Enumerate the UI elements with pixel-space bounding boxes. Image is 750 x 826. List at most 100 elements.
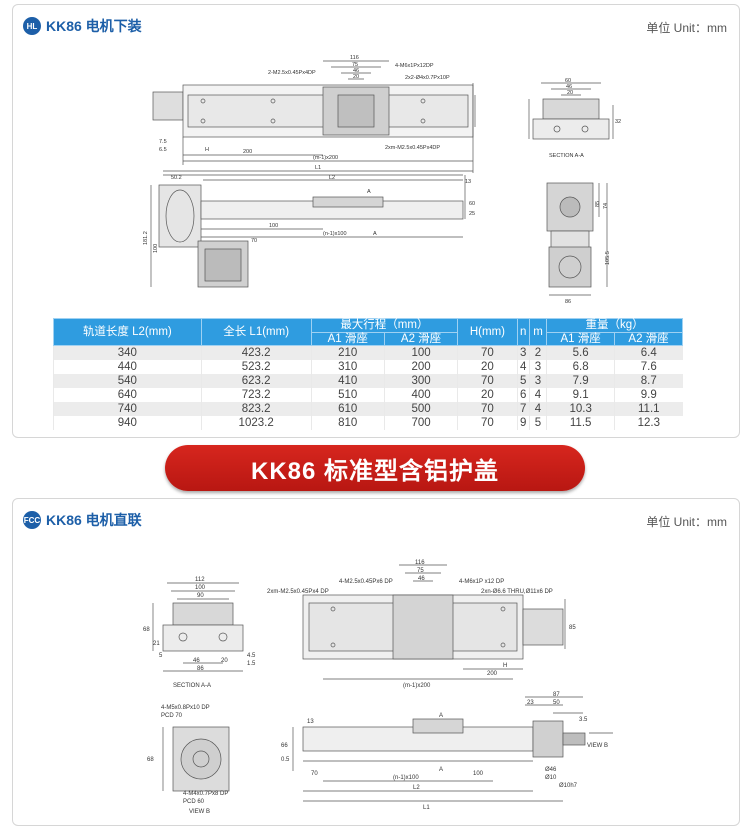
dim-20: 20: [353, 74, 359, 80]
col-header-stroke: 最大行程（mm）: [310, 318, 459, 333]
dim-200-b: 200: [487, 671, 498, 677]
view-b-label-2: VIEW B: [189, 809, 210, 815]
note-pcd70: PCD 70: [161, 713, 183, 719]
table-cell: 11.1: [614, 402, 683, 416]
sec-dim-20: 20: [567, 90, 573, 96]
table-cell: 70: [457, 374, 518, 388]
table-cell: 7.9: [546, 374, 615, 388]
table-cell: 823.2: [200, 402, 312, 416]
dim-85-b: 85: [569, 625, 576, 631]
side-view-drawing: 50.2 L2 13 A 181.2 100 100 70 (n-1)x100 …: [143, 174, 475, 288]
dim-21: 21: [153, 641, 160, 647]
table-cell: 9: [516, 416, 530, 430]
dim-87: 87: [553, 692, 560, 698]
dim-6-5: 6.5: [159, 147, 167, 153]
table-cell: 440: [53, 360, 202, 374]
note-thru-b: 2xn-Ø6.6 THRU,Ø11x6 DP: [481, 589, 553, 595]
table-cell: 8.7: [614, 374, 683, 388]
sec-dim-32: 32: [615, 119, 621, 125]
table-cell: 610: [310, 402, 385, 416]
note-thru: 2x2-Ø4x0.7Px10P: [405, 75, 450, 81]
dim-100-v: 100: [153, 244, 159, 253]
table-cell: 4: [516, 360, 530, 374]
note-m2-b: 4-M2.5x0.45Px6 DP: [339, 579, 393, 585]
dim-116-b: 116: [415, 560, 425, 566]
dim-25: 25: [469, 211, 475, 217]
table-cell: 540: [53, 374, 202, 388]
view-b-drawing: 4-M5x0.8Px10 DP PCD 70 4-M4x0.7Px8 DP PC…: [147, 705, 230, 815]
table-cell: 640: [53, 388, 202, 402]
dim-70-b: 70: [311, 771, 318, 777]
dim-181-2: 181.2: [143, 231, 149, 245]
dim-13: 13: [465, 179, 471, 185]
table-cell: 310: [310, 360, 385, 374]
dim-50: 50: [553, 700, 560, 706]
col-header-l2: 轨道长度 L2(mm): [53, 318, 202, 346]
table-cell: 623.2: [200, 374, 312, 388]
dim-116: 116: [350, 55, 359, 61]
table-cell: 20: [457, 388, 518, 402]
end-dim-105-5: 105.5: [605, 251, 611, 265]
dim-100-h: 100: [269, 223, 278, 229]
note-m4: 4-M4x0.7Px8 DP: [183, 791, 228, 797]
table-cell: 12.3: [614, 416, 683, 430]
dim-n-1: (n-1)x100: [323, 231, 347, 237]
table-cell: 400: [383, 388, 458, 402]
table-cell: 1023.2: [200, 416, 312, 430]
dim-h-b: H: [503, 663, 507, 669]
dim-phi10: Ø10: [545, 775, 557, 781]
dim-112: 112: [195, 577, 205, 583]
unit-label: 单位 Unit：mm: [646, 21, 727, 35]
note-m5: 4-M5x0.8Px10 DP: [161, 705, 210, 711]
col-header-weight: 重量（kg）: [546, 318, 683, 333]
note-m2: 2-M2.5x0.45Px4DP: [268, 70, 316, 76]
table-cell: 700: [383, 416, 458, 430]
view-b-label: VIEW B: [587, 743, 608, 749]
dim-46: 46: [353, 68, 359, 74]
col-header-a2-weight: A2 滑座: [614, 331, 683, 346]
dim-phi10h7: Ø10h7: [559, 783, 578, 789]
dim-100-a: 100: [195, 585, 206, 591]
table-cell: 210: [310, 345, 385, 360]
dim-200: 200: [243, 149, 252, 155]
table-cell: 423.2: [200, 345, 312, 360]
end-dim-86: 86: [565, 299, 571, 305]
dim-m-1-b: (m-1)x200: [403, 683, 431, 689]
table-cell: 4: [528, 402, 547, 416]
sec-dim-60: 60: [565, 78, 571, 84]
section-a-a-label: SECTION A-A: [549, 153, 584, 159]
dim-3-5: 3.5: [579, 717, 588, 723]
table-cell: 200: [383, 360, 458, 374]
table-cell: 7.6: [614, 360, 683, 374]
note-2xm-b: 2xm-M2.5x0.45Px4 DP: [267, 589, 329, 595]
table-cell: 340: [53, 345, 202, 360]
section-a-a-drawing-2: 112 100 90 68 21 5 46 20 86 4.5 1.5 SECT…: [143, 577, 256, 689]
fcc-badge-icon: FCC: [23, 511, 41, 529]
table-cell: 6: [516, 388, 530, 402]
note-2xm: 2xm-M2.5x0.45Px4DP: [385, 145, 440, 151]
table-cell: 70: [457, 416, 518, 430]
dim-a-top-b: A: [439, 713, 443, 719]
note-pcd60: PCD 60: [183, 799, 205, 805]
table-cell: 5: [528, 416, 547, 430]
dim-68-a: 68: [143, 627, 150, 633]
dim-68-c: 68: [147, 757, 154, 763]
table-cell: 10.3: [546, 402, 615, 416]
dim-7-5: 7.5: [159, 139, 167, 145]
motor-direct-card: FCC KK86 电机直联 单位 Unit：mm 112 100 90 68 2…: [12, 498, 740, 826]
dim-60: 60: [469, 201, 475, 207]
table-cell: 6.8: [546, 360, 615, 374]
dim-5: 5: [159, 653, 163, 659]
table-cell: 940: [53, 416, 202, 430]
col-header-a1-stroke: A1 滑座: [310, 331, 385, 346]
note-m6-b: 4-M6x1P x12 DP: [459, 579, 504, 585]
unit-label: 单位 Unit：mm: [646, 515, 727, 529]
col-header-a2-stroke: A2 滑座: [383, 331, 459, 346]
table-cell: 410: [310, 374, 385, 388]
table-cell: 3: [516, 345, 530, 360]
dim-h: H: [205, 147, 209, 153]
